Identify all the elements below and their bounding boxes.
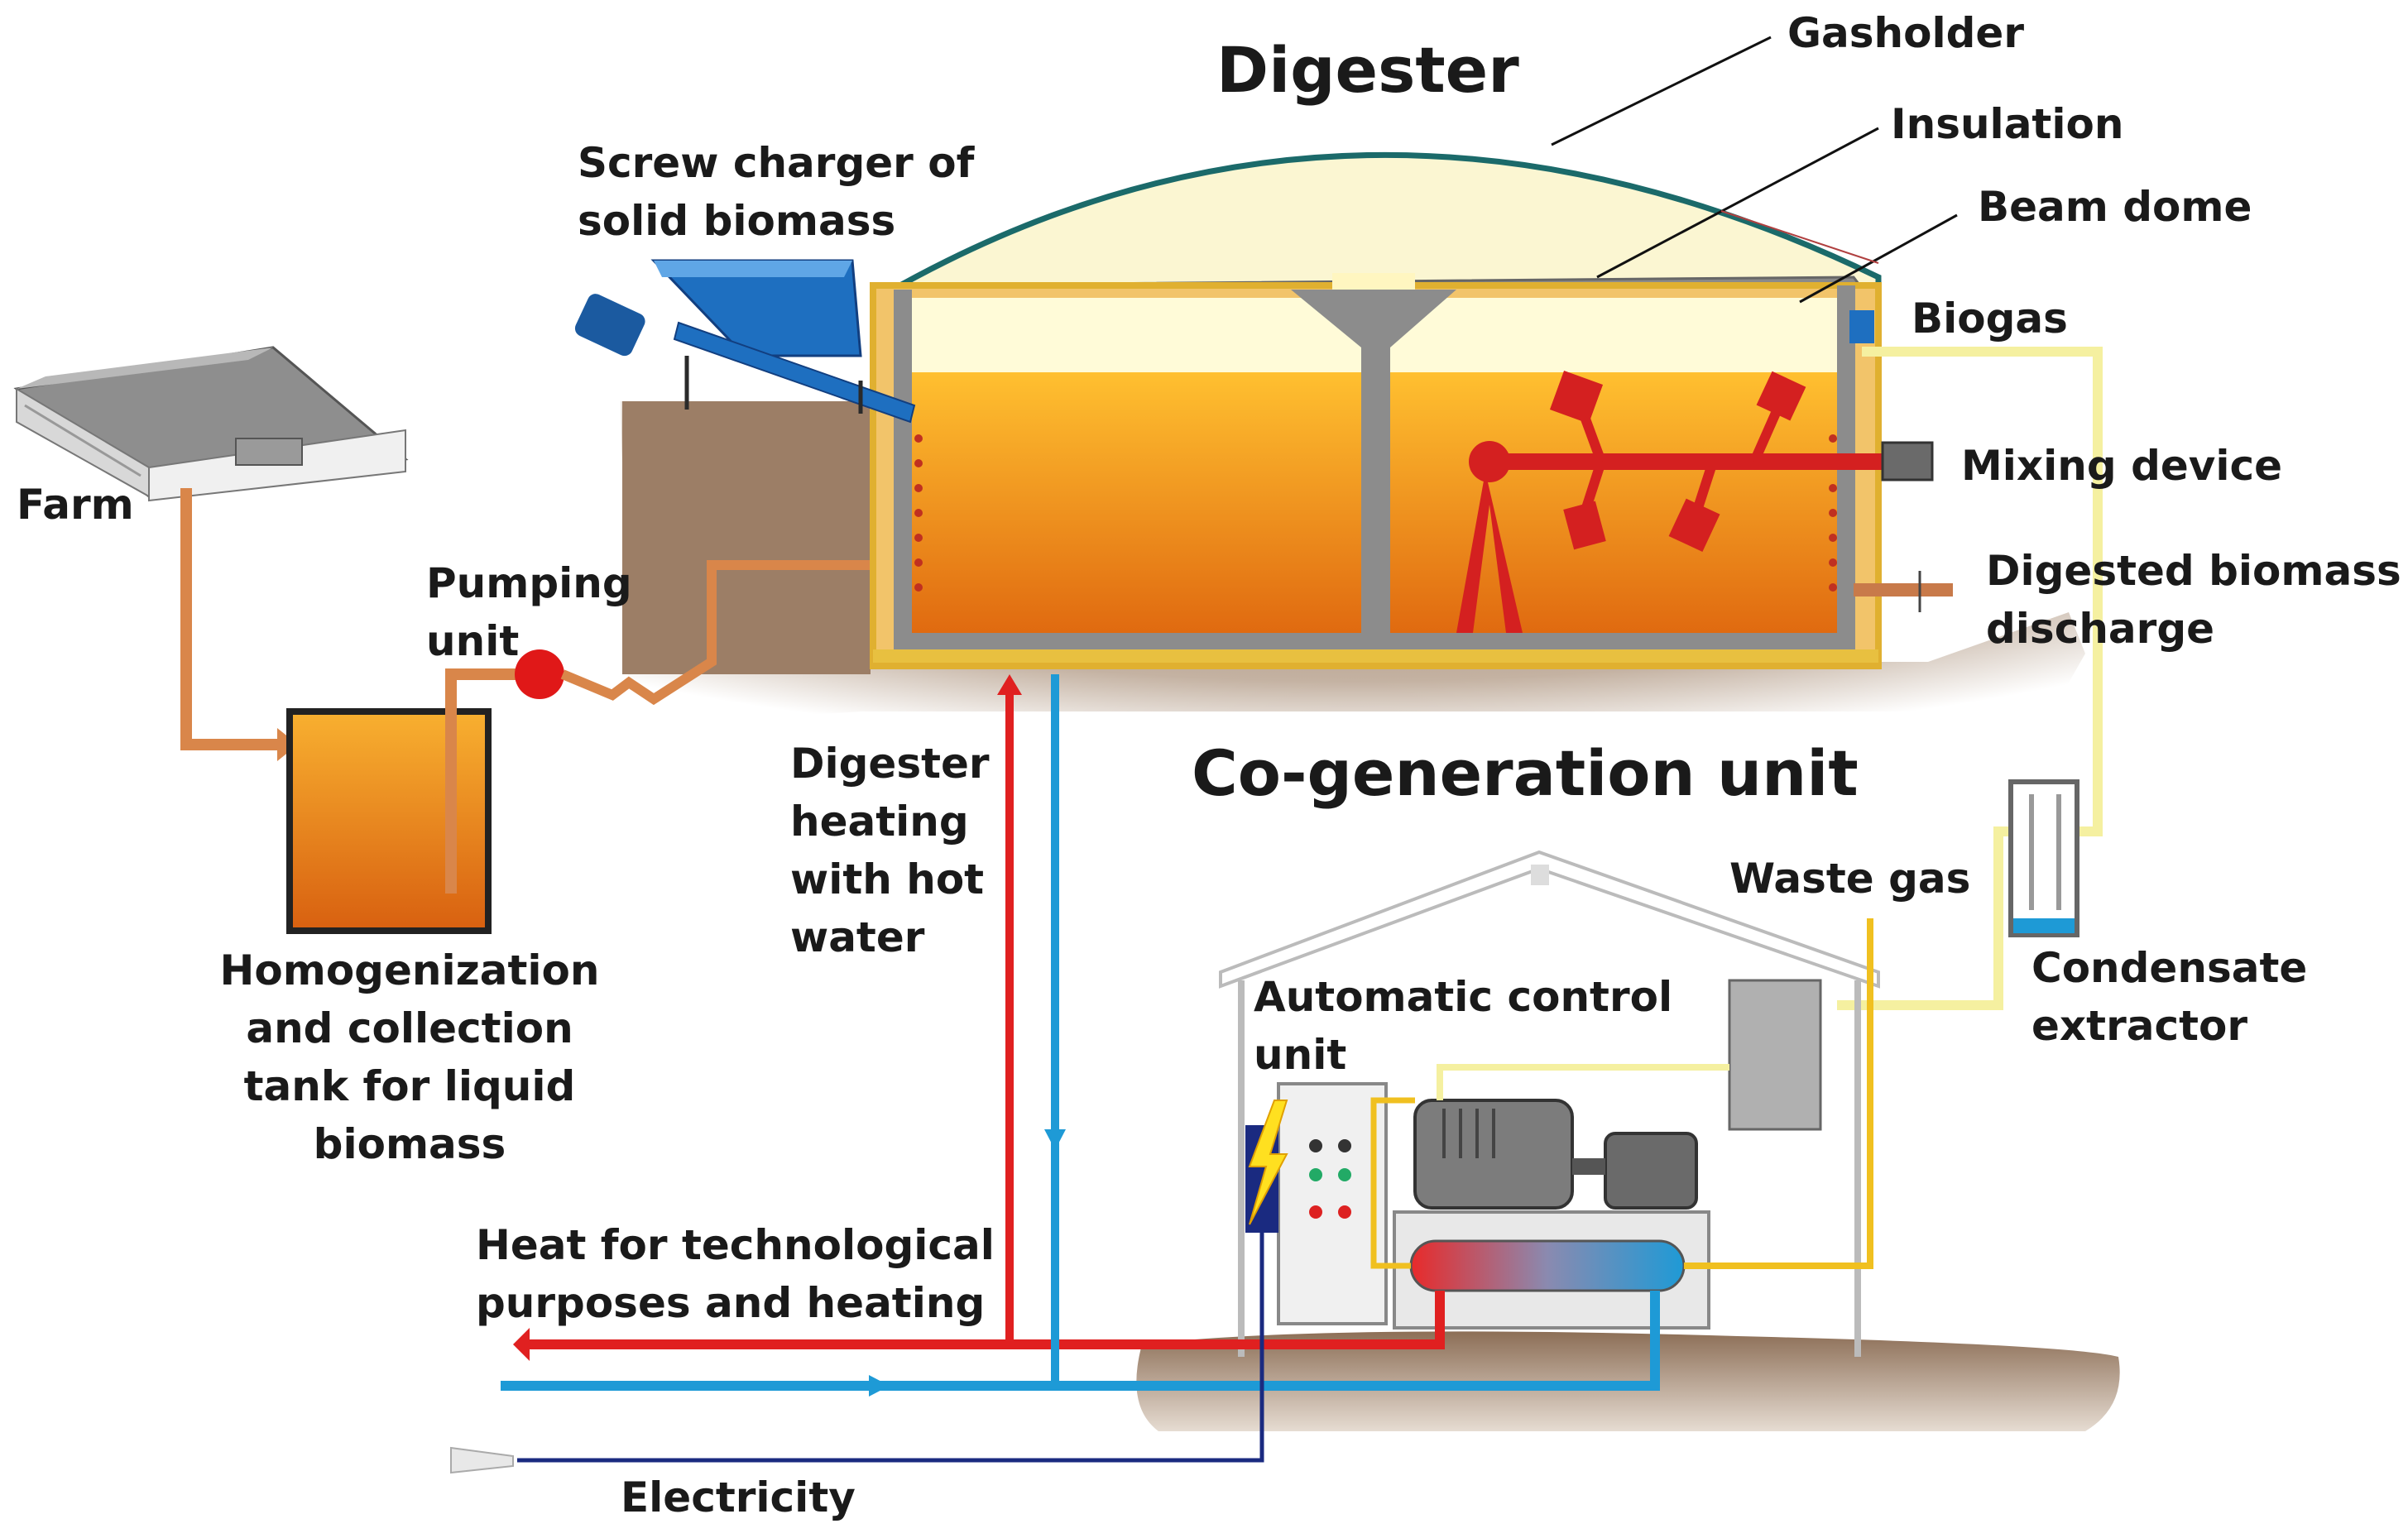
gasholder-dome [874,151,1882,297]
gas-to-engine [1437,1064,1729,1100]
farm-building [13,346,409,502]
arrow-up-hot [997,674,1022,695]
engine-loop [1370,1097,1415,1269]
farm-label: Farm [17,481,134,529]
pipe-pump-to-digester [560,560,902,706]
leader-lines [1551,36,1958,304]
lightning-icon [1248,1100,1288,1225]
pumping-unit-icon [515,649,564,699]
waste-gas-pipe [1684,918,1873,1269]
central-column [1291,290,1456,641]
electricity-label: Electricity [621,1473,856,1521]
arrow-cold-right [869,1375,890,1397]
insulation-label: Insulation [1891,100,2124,148]
house-chimney [1531,865,1549,885]
homogenization-label: Homogenization and collection tank for l… [219,946,600,1168]
ground-block [622,401,871,674]
pipe-farm-to-tank [180,488,277,750]
digester-heating-label: Digester heating with hot water [790,740,990,961]
digester-wall-left [894,290,912,641]
homogenization-tank [286,708,492,934]
gasholder-label: Gasholder [1787,9,2024,57]
house-roof [1219,850,1880,989]
beam-dome-label: Beam dome [1978,183,2252,231]
control-cabinet [1277,1082,1388,1325]
digested-discharge-label: Digested biomass discharge [1986,547,2401,653]
screw-charger-label: Screw charger of solid biomass [578,139,975,245]
condensate-extractor [2008,779,2079,937]
dome-vent [1332,273,1415,290]
arrow-down-cold [1044,1129,1066,1150]
biogas-label: Biogas [1912,295,2068,343]
hot-water-pipe [530,1291,1445,1349]
mixing-device [1456,370,1934,633]
digester-base [873,649,1878,663]
heat-purposes-label: Heat for technological purposes and heat… [476,1221,995,1327]
house-window [1728,979,1822,1131]
biogas-valve [1849,310,1874,343]
control-lights [1309,1139,1351,1219]
electricity-line [517,1233,1264,1463]
electricity-plug-icon [450,1446,514,1474]
pipe-tank-to-pump [445,668,530,894]
digester-title: Digester [1216,33,1519,107]
screw-charger [574,259,916,424]
heat-exchanger [1409,1239,1686,1292]
generator-icon [1604,1132,1698,1210]
waste-gas-label: Waste gas [1729,855,1971,903]
discharge-pipe [1854,583,1953,597]
arrow-heat-out [513,1328,530,1361]
co-generation-title: Co-generation unit [1192,736,1859,810]
automatic-control-label: Automatic control unit [1254,973,1673,1079]
condensate-extractor-label: Condensate extractor [2031,944,2308,1050]
pumping-unit-label: Pumping unit [426,559,632,665]
mixing-device-label: Mixing device [1961,442,2283,490]
